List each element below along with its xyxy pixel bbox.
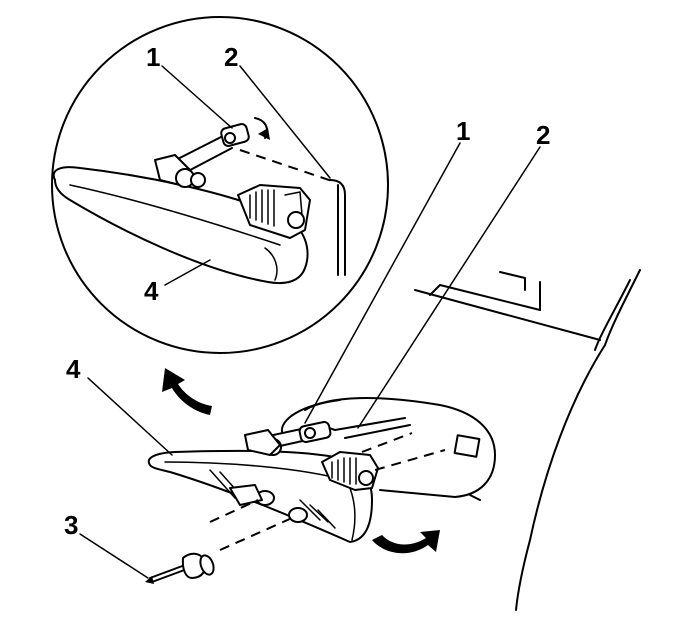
main-handle-assembly (145, 368, 446, 584)
curved-arrow-icon (162, 368, 212, 415)
detail-callout-4: 4 (144, 276, 159, 306)
main-callout-3: 3 (64, 510, 78, 540)
detail-spring (237, 184, 311, 239)
main-callout-2: 2 (536, 120, 550, 150)
door-panel (280, 269, 641, 611)
detail-callout-2: 2 (224, 42, 238, 72)
door-lock-opening (453, 434, 481, 458)
main-callout-4: 4 (66, 354, 81, 384)
detail-circle (51, 16, 389, 354)
main-callout-1: 1 (456, 116, 470, 146)
detail-view (51, 16, 389, 354)
curved-arrow-icon (372, 530, 440, 554)
detail-callout-1: 1 (146, 42, 160, 72)
leader-lines (79, 65, 541, 579)
push-pin-icon (145, 552, 215, 584)
main-spring (321, 451, 379, 491)
